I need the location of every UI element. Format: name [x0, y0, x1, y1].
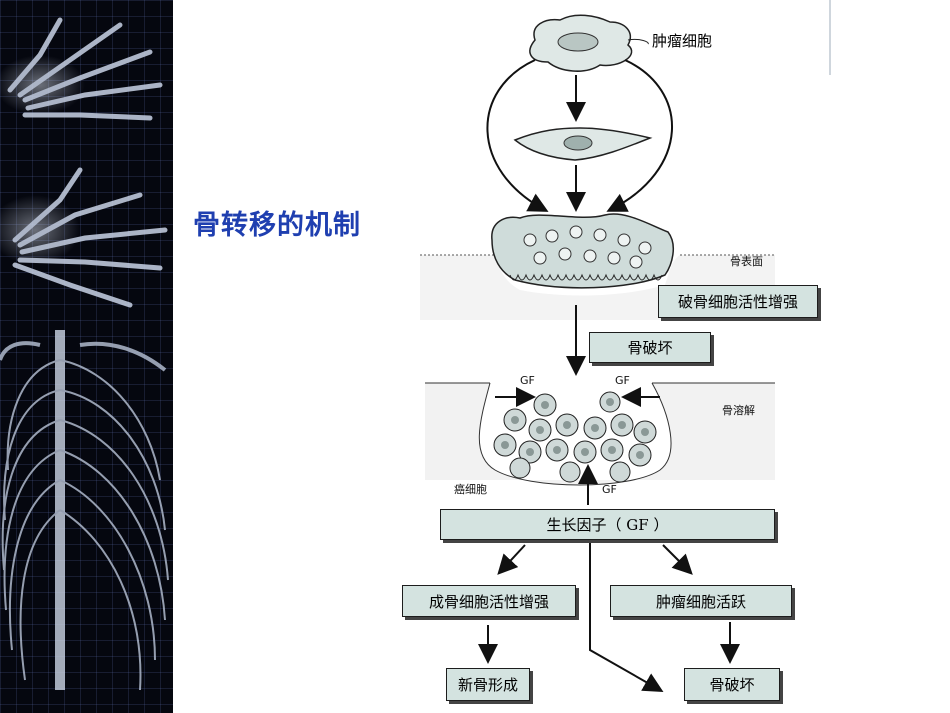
bone-destruction-box-2: 骨破坏	[684, 668, 780, 701]
gf-left-label: GF	[520, 374, 535, 387]
cancer-cells-cluster	[493, 391, 657, 483]
xray-art	[0, 17, 169, 691]
hand-xray-icon	[0, 167, 168, 308]
slide-title: 骨转移的机制	[193, 210, 361, 241]
bone-surface-label: 骨表面	[730, 255, 763, 268]
osteoclast-icon	[491, 213, 675, 289]
divider-line	[829, 0, 831, 75]
hand-xray-icon	[0, 17, 163, 121]
tumor-cell-label: 肿瘤细胞	[652, 32, 713, 50]
osteoblast-active-box: 成骨细胞活性增强	[402, 585, 576, 617]
cancer-cell-label: 癌细胞	[454, 483, 487, 496]
bone-lysis-label: 骨溶解	[722, 404, 755, 417]
tumor-cell-icon	[513, 127, 653, 161]
bone-destruction-box: 骨破坏	[589, 332, 711, 363]
gf-bottom-label: GF	[602, 483, 617, 496]
growth-factor-box: 生长因子（ GF ）	[440, 509, 775, 540]
tumor-cell-icon	[529, 14, 649, 72]
ribcage-xray-icon	[0, 330, 169, 691]
tumor-active-box: 肿瘤细胞活跃	[610, 585, 792, 617]
xray-sidebar	[0, 0, 173, 713]
osteoclast-active-box: 破骨细胞活性增强	[658, 285, 818, 318]
gf-right-label: GF	[615, 374, 630, 387]
new-bone-box: 新骨形成	[446, 668, 530, 701]
